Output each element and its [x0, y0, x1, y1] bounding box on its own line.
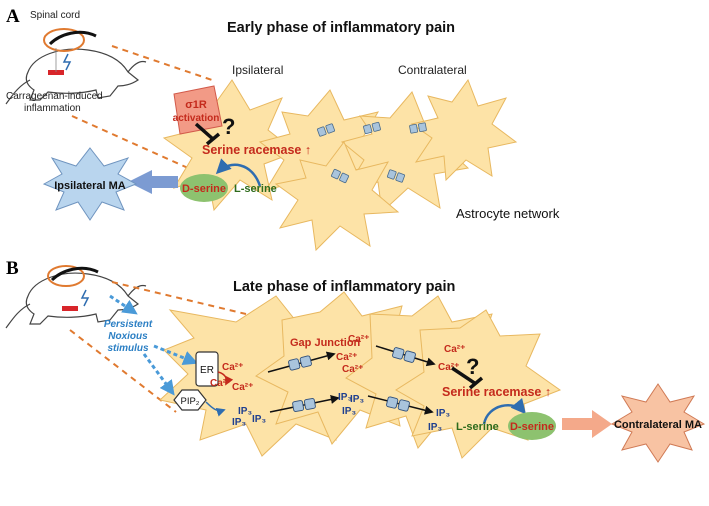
inflammation-label-line2: inflammation	[24, 103, 81, 114]
contralateral-label: Contralateral	[398, 63, 467, 77]
panel-a-label: A	[6, 6, 20, 27]
ip3-labels-cell2: IP₃ IP₃ IP₃	[338, 392, 364, 417]
ipsilateral-ma-burst	[42, 147, 138, 221]
l-serine-label-b: L-serine	[456, 421, 499, 433]
ca-labels-cell1: Ca²⁺ Ca²⁺ Ca²⁺	[210, 362, 253, 393]
panel-a-title: Early phase of inflammatory pain	[227, 20, 455, 36]
panel-b-title: Late phase of inflammatory pain	[233, 279, 455, 295]
svg-text:Ca²⁺: Ca²⁺	[336, 352, 357, 363]
contralateral-ma-label: Contralateral MA	[614, 419, 702, 431]
rat-illustration-a	[5, 48, 147, 105]
spinal-cord-marker	[43, 28, 97, 52]
svg-text:IP₃: IP₃	[338, 392, 352, 403]
serine-racemase-label-a: Serine racemase ↑	[202, 143, 311, 157]
d-serine-node-b	[508, 412, 556, 440]
ipsilateral-ma-label: Ipsilateral MA	[54, 180, 126, 192]
svg-text:IP₃: IP₃	[232, 417, 246, 428]
stimulus-label-line3: stimulus	[107, 343, 149, 354]
svg-text:Ca²⁺: Ca²⁺	[232, 382, 253, 393]
zoom-connector-top-b	[111, 281, 247, 315]
conversion-arrow-b	[482, 397, 526, 425]
activation-arrow-a	[194, 122, 221, 146]
spinal-cord-marker-b	[47, 265, 99, 311]
stimulus-label-line1: Persistent	[104, 319, 153, 330]
l-serine-label-a: L-serine	[234, 183, 277, 195]
ca-labels-cell3: Ca²⁺ Ca²⁺	[438, 344, 465, 373]
svg-text:IP₃: IP₃	[428, 422, 442, 433]
serine-racemase-label-b: Serine racemase ↑	[442, 385, 551, 399]
injection-site	[48, 48, 72, 75]
er-compartment	[195, 351, 219, 387]
sigma1r-label-line2: activation	[173, 113, 220, 124]
sigma1r-activation: σ1R activation	[173, 85, 223, 135]
spinal-cord-label: Spinal cord	[30, 10, 80, 21]
svg-text:IP₃: IP₃	[252, 414, 266, 425]
svg-text:Ca²⁺: Ca²⁺	[342, 364, 363, 375]
d-serine-label-a: D-serine	[182, 183, 226, 195]
question-mark-a: ?	[222, 114, 235, 139]
svg-text:Ca²⁺: Ca²⁺	[210, 378, 231, 389]
er-label: ER	[200, 365, 214, 376]
activation-arrow-b	[451, 366, 484, 390]
contralateral-ma-burst	[610, 383, 706, 463]
svg-text:Ca²⁺: Ca²⁺	[348, 334, 369, 345]
ip3-labels-cell3: IP₃ IP₃	[428, 408, 450, 433]
svg-text:IP₃: IP₃	[436, 408, 450, 419]
sigma1r-label-line1: σ1R	[185, 99, 207, 111]
svg-text:Ca²⁺: Ca²⁺	[444, 344, 465, 355]
gap-junction-label: Gap Junction	[290, 337, 361, 349]
er-release-arrow	[217, 371, 234, 386]
zoom-connector-top-a	[111, 45, 213, 81]
d-serine-node-a	[180, 174, 228, 202]
ca-labels-cell2: Ca²⁺ Ca²⁺ Ca²⁺	[336, 334, 369, 375]
astrocyte-network-label: Astrocyte network	[456, 206, 560, 221]
conversion-arrow-a	[215, 158, 262, 187]
output-arrow-b	[562, 410, 612, 438]
output-arrow-a	[128, 170, 178, 194]
stimulus-arrows	[109, 294, 199, 396]
pip2-arrow	[205, 401, 226, 417]
svg-text:Ca²⁺: Ca²⁺	[222, 362, 243, 373]
svg-text:IP₃: IP₃	[238, 406, 252, 417]
inflammation-label-line1: Carrageenan-induced	[6, 91, 103, 102]
panel-b-label: B	[6, 258, 19, 279]
ipsilateral-label: Ipsilateral	[232, 63, 283, 77]
svg-text:Ca²⁺: Ca²⁺	[438, 362, 459, 373]
question-mark-b: ?	[466, 354, 479, 379]
zoom-connector-bottom-b	[69, 329, 177, 413]
svg-text:IP₃: IP₃	[342, 406, 356, 417]
ip3-labels-cell1: IP₃ IP₃ IP₃	[232, 406, 266, 428]
d-serine-label-b: D-serine	[510, 421, 554, 433]
astrocyte-network-b	[158, 291, 562, 459]
pip2-node	[173, 389, 207, 411]
pip2-label: PIP₂	[181, 396, 200, 407]
svg-text:IP₃: IP₃	[350, 394, 364, 405]
stimulus-label-line2: Noxious	[108, 331, 148, 342]
